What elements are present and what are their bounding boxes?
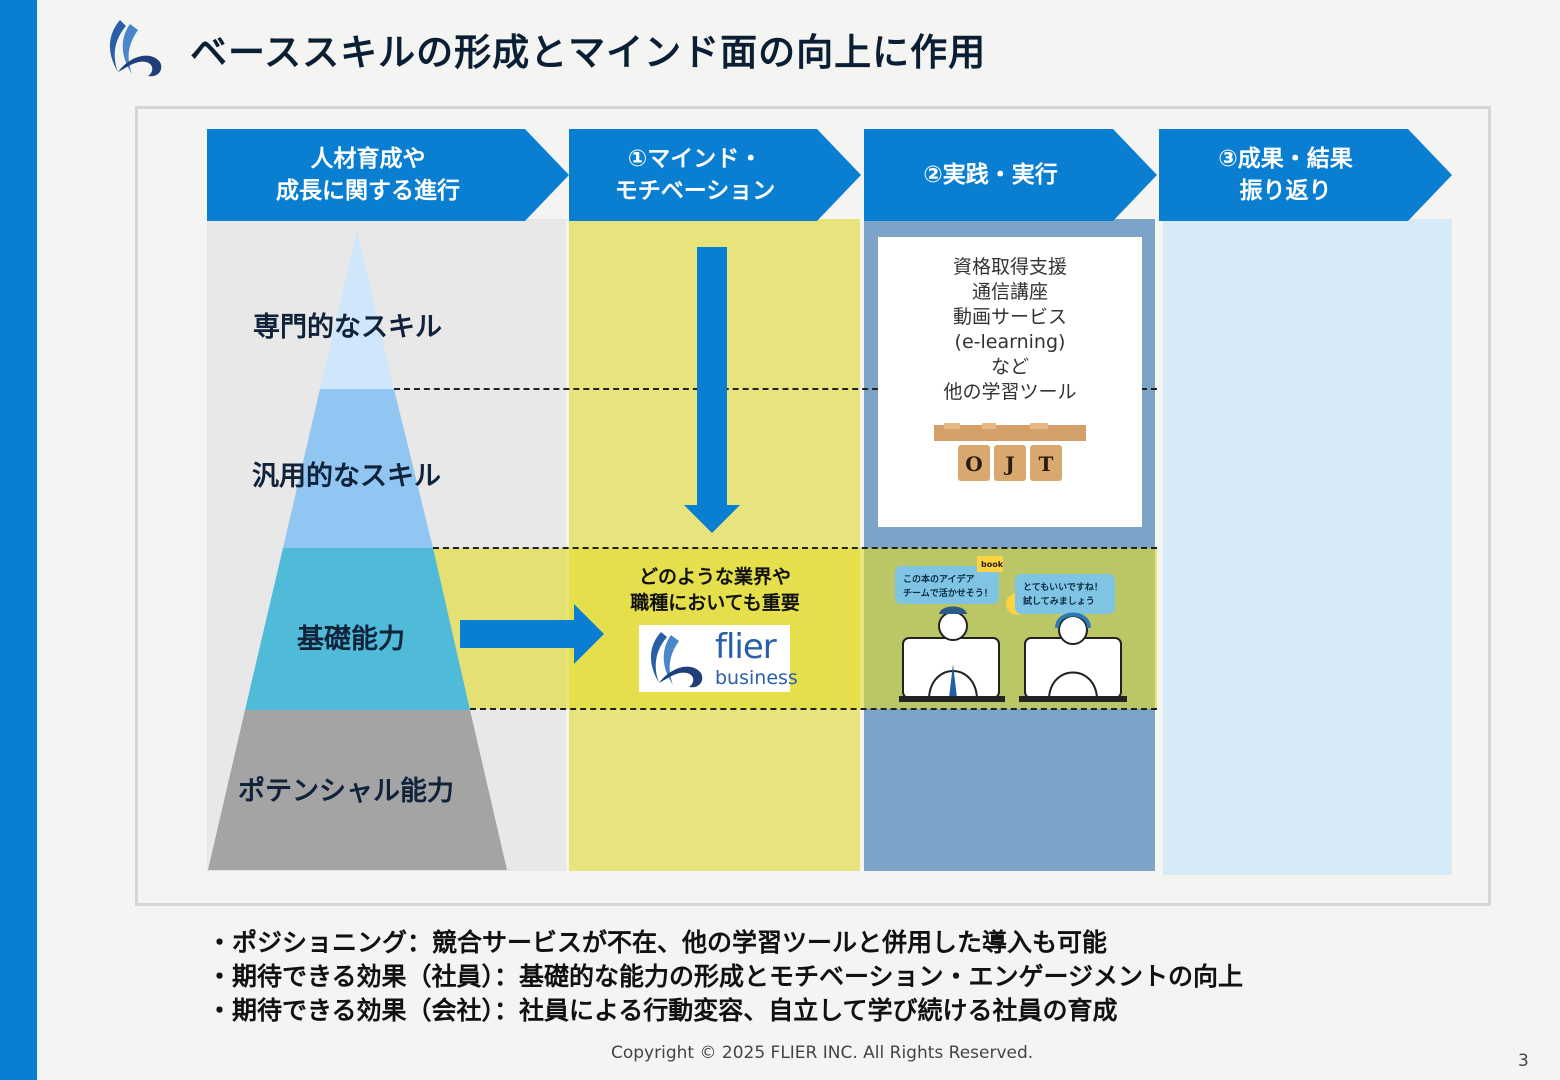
pyramid-level-potential (208, 710, 507, 870)
online-meeting-illustration: この本のアイデア チームで活かせそう！ book とてもいいですね！ 試してみま… (895, 556, 1127, 702)
diagram-frame (135, 106, 1491, 906)
bullet-company-effect: ・期待できる効果（会社）：社員による行動変容、自立して学び続ける社員の育成 (207, 996, 1118, 1025)
down-arrow-icon (697, 247, 727, 509)
flier-business-logo: flier business (639, 625, 798, 692)
tool-item: など (990, 356, 1029, 378)
tool-item: 動画サービス (952, 306, 1067, 328)
ojt-blocks-image: O J T (934, 423, 1086, 481)
summary-bullets: ・ポジショニング：競合サービスが不在、他の学習ツールと併用した導入も可能 ・期待… (207, 926, 1243, 1028)
ojt-block (994, 445, 1026, 481)
flier-logo-icon (109, 20, 162, 77)
page-number: 3 (1518, 1051, 1529, 1071)
level-divider (433, 547, 1157, 549)
bubble-text: とてもいいですね！ (1023, 582, 1103, 593)
importance-caption: どのような業界や 職種においても重要 (584, 564, 846, 616)
column-header-result: ③成果・結果 振り返り (1159, 129, 1452, 221)
bullet-employee-effect: ・期待できる効果（社員）：基礎的な能力の形成とモチベーション・エンゲージメントの… (207, 962, 1244, 991)
caption-line1: どのような業界や (638, 566, 791, 588)
tool-item: 他の学習ツール (943, 381, 1077, 403)
flier-subword: business (715, 667, 798, 689)
column-header-line2: モチベーション (614, 178, 776, 204)
down-arrow-head-icon (684, 505, 740, 533)
caption-line2: 職種においても重要 (630, 592, 800, 614)
ojt-block (1030, 445, 1062, 481)
pyramid-label-potential: ポテンシャル能力 (238, 776, 454, 807)
learning-tools-card: 資格取得支援 通信講座 動画サービス (e-learning) など 他の学習ツ… (878, 237, 1142, 527)
bubble-text: チームで活かせそう！ (903, 587, 993, 599)
column-header-line1: 人材育成や (310, 146, 426, 172)
column-header-line2: 成長に関する進行 (276, 178, 460, 204)
tool-item: 資格取得支援 (952, 256, 1067, 278)
column-header-line2: 振り返り (1239, 178, 1332, 204)
bubble-text: この本のアイデア (903, 573, 975, 585)
pyramid-level-basic (245, 548, 470, 710)
right-arrow-icon (460, 620, 576, 648)
ojt-letter: T (1039, 452, 1054, 476)
bullet-positioning: ・ポジショニング：競合サービスが不在、他の学習ツールと併用した導入も可能 (207, 928, 1108, 957)
copyright: Copyright © 2025 FLIER INC. All Rights R… (611, 1043, 1034, 1063)
pyramid-label-specialized: 専門的なスキル (253, 312, 442, 343)
ojt-letter: O (965, 452, 982, 476)
page-title: ベーススキルの形成とマインド面の向上に作用 (190, 31, 987, 74)
flier-mark-icon (650, 632, 703, 688)
tools-list: 資格取得支援 通信講座 動画サービス (e-learning) など 他の学習ツ… (878, 255, 1142, 405)
bubble-text: 試してみましょう (1023, 595, 1095, 607)
tool-item: (e-learning) (954, 331, 1066, 353)
column-header-line1: ③成果・結果 (1218, 146, 1353, 172)
column-bg-result (1163, 219, 1452, 875)
level-divider (470, 708, 1157, 710)
book-tag: book (981, 560, 1004, 569)
column-header-practice: ②実践・実行 (864, 129, 1157, 221)
right-arrow-head-icon (574, 604, 604, 664)
column-header-growth: 人材育成や 成長に関する進行 (207, 129, 569, 221)
pyramid-level-specialized (320, 231, 394, 389)
pyramid-level-general (283, 389, 433, 548)
accent-bar (0, 0, 37, 1080)
pyramid-label-general: 汎用的なスキル (252, 461, 441, 492)
flier-wordmark: flier (715, 627, 777, 667)
ojt-block (958, 445, 990, 481)
ojt-letter: J (1003, 452, 1014, 476)
column-header-line1: ①マインド・ (627, 146, 763, 172)
pyramid-label-basic: 基礎能力 (297, 624, 405, 655)
level-divider (394, 388, 1157, 390)
column-header-mind: ①マインド・ モチベーション (569, 129, 861, 221)
column-header-line1: ②実践・実行 (923, 162, 1058, 188)
tool-item: 通信講座 (971, 281, 1048, 303)
